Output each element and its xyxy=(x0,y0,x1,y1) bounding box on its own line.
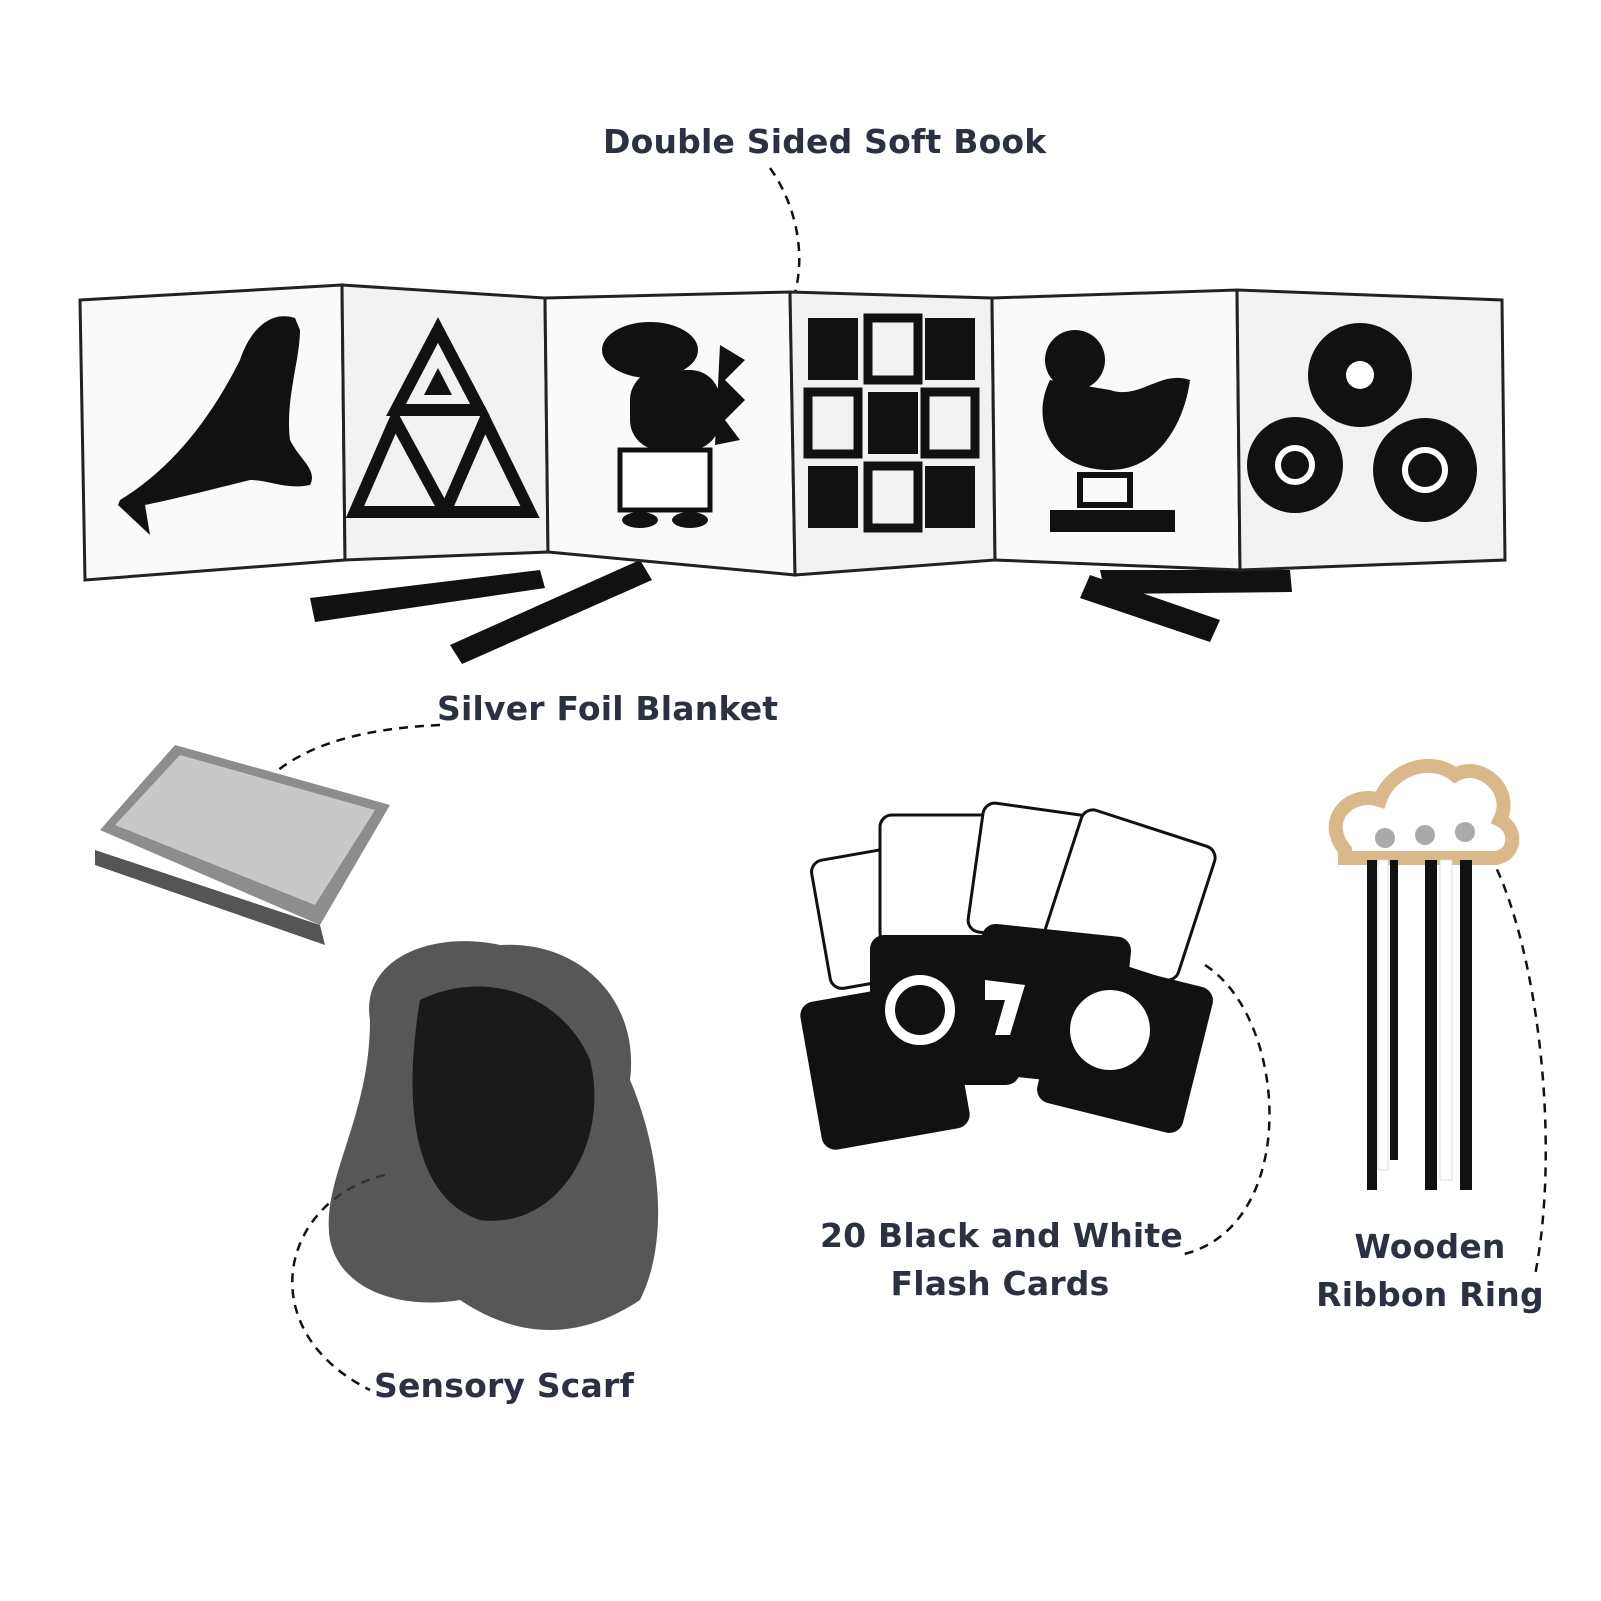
label-flash-cards-line2: Flash Cards xyxy=(890,1264,1110,1303)
crocodile-graphic xyxy=(602,322,745,528)
label-ribbon-ring-line2: Ribbon Ring xyxy=(1316,1275,1544,1314)
foil-blanket-graphic xyxy=(95,745,390,945)
soft-book xyxy=(78,283,1507,582)
leader-soft-book xyxy=(768,167,801,336)
scarf-graphic xyxy=(328,941,659,1330)
leader-foil-blanket xyxy=(233,723,441,831)
squares-graphic xyxy=(803,313,980,533)
duck-graphic xyxy=(1042,330,1190,532)
label-flash-cards: 20 Black and White Flash Cards xyxy=(820,1212,1183,1308)
flowers-graphic xyxy=(1247,323,1477,522)
label-sensory-scarf: Sensory Scarf xyxy=(374,1366,635,1405)
label-foil-blanket: Silver Foil Blanket xyxy=(437,689,779,728)
label-flash-cards-line1: 20 Black and White xyxy=(820,1216,1183,1255)
seal-graphic xyxy=(118,316,312,535)
leader-ribbon-ring xyxy=(1488,854,1548,1276)
flash-cards-graphic xyxy=(800,801,1217,1150)
book-ribbons xyxy=(310,560,1292,664)
label-soft-book: Double Sided Soft Book xyxy=(603,122,1047,161)
label-ribbon-ring-line1: Wooden xyxy=(1354,1227,1506,1266)
triangles-graphic xyxy=(345,317,540,518)
ribbon-ring-graphic xyxy=(1328,759,1520,1190)
label-ribbon-ring: Wooden Ribbon Ring xyxy=(1310,1223,1550,1319)
